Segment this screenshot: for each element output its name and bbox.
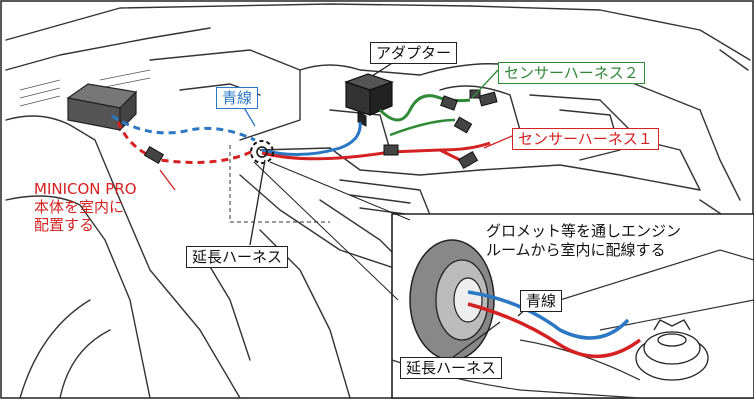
inset-panel xyxy=(391,213,754,399)
blue-wire-label: 青線 xyxy=(216,87,259,109)
minicon-note-line-2: 本体を室内に xyxy=(34,198,125,216)
blue-wire-engine xyxy=(261,121,362,157)
connectors xyxy=(143,89,498,170)
blue-wire-cabin xyxy=(111,114,256,142)
inset-instruction-line-2: ルームから室内に配線する xyxy=(486,241,666,259)
adapter-box xyxy=(344,73,394,127)
zoom-line-2 xyxy=(253,161,399,301)
inset-blue-wire-label: 青線 xyxy=(520,290,563,312)
interior-hatching xyxy=(19,69,151,107)
sensor-harness-2-label: センサーハーネス２ xyxy=(498,62,645,84)
leader-lines xyxy=(159,57,513,246)
inset-instruction-line-1: グロメット等を通しエンジン xyxy=(486,222,682,240)
extension-harness-label: 延長ハーネス xyxy=(186,246,289,268)
car-line-art xyxy=(5,3,751,399)
red-wire-cabin xyxy=(116,121,256,164)
inset-blue-wire xyxy=(467,290,630,340)
inset-red-wire xyxy=(467,302,642,358)
cabin-dashed-outline xyxy=(229,145,330,223)
green-wire-sensor-2b xyxy=(389,118,456,137)
grommet-marker xyxy=(250,140,274,164)
minicon-note-line-1: MINICON PRO xyxy=(34,180,137,198)
inset-cap-component xyxy=(635,319,709,381)
minicon-note-line-3: 配置する xyxy=(34,216,95,234)
inset-instruction: グロメット等を通しエンジン ルームから室内に配線する xyxy=(486,222,681,260)
zoom-line-1 xyxy=(269,161,411,221)
minicon-pro-note: MINICON PRO 本体を室内に 配置する xyxy=(34,180,137,234)
inset-extension-harness-label: 延長ハーネス xyxy=(400,357,503,379)
minicon-pro-unit xyxy=(66,83,138,132)
sensor-harness-1-label: センサーハーネス１ xyxy=(512,128,659,150)
adapter-label: アダプター xyxy=(370,42,458,64)
red-wire-engine xyxy=(261,141,491,161)
